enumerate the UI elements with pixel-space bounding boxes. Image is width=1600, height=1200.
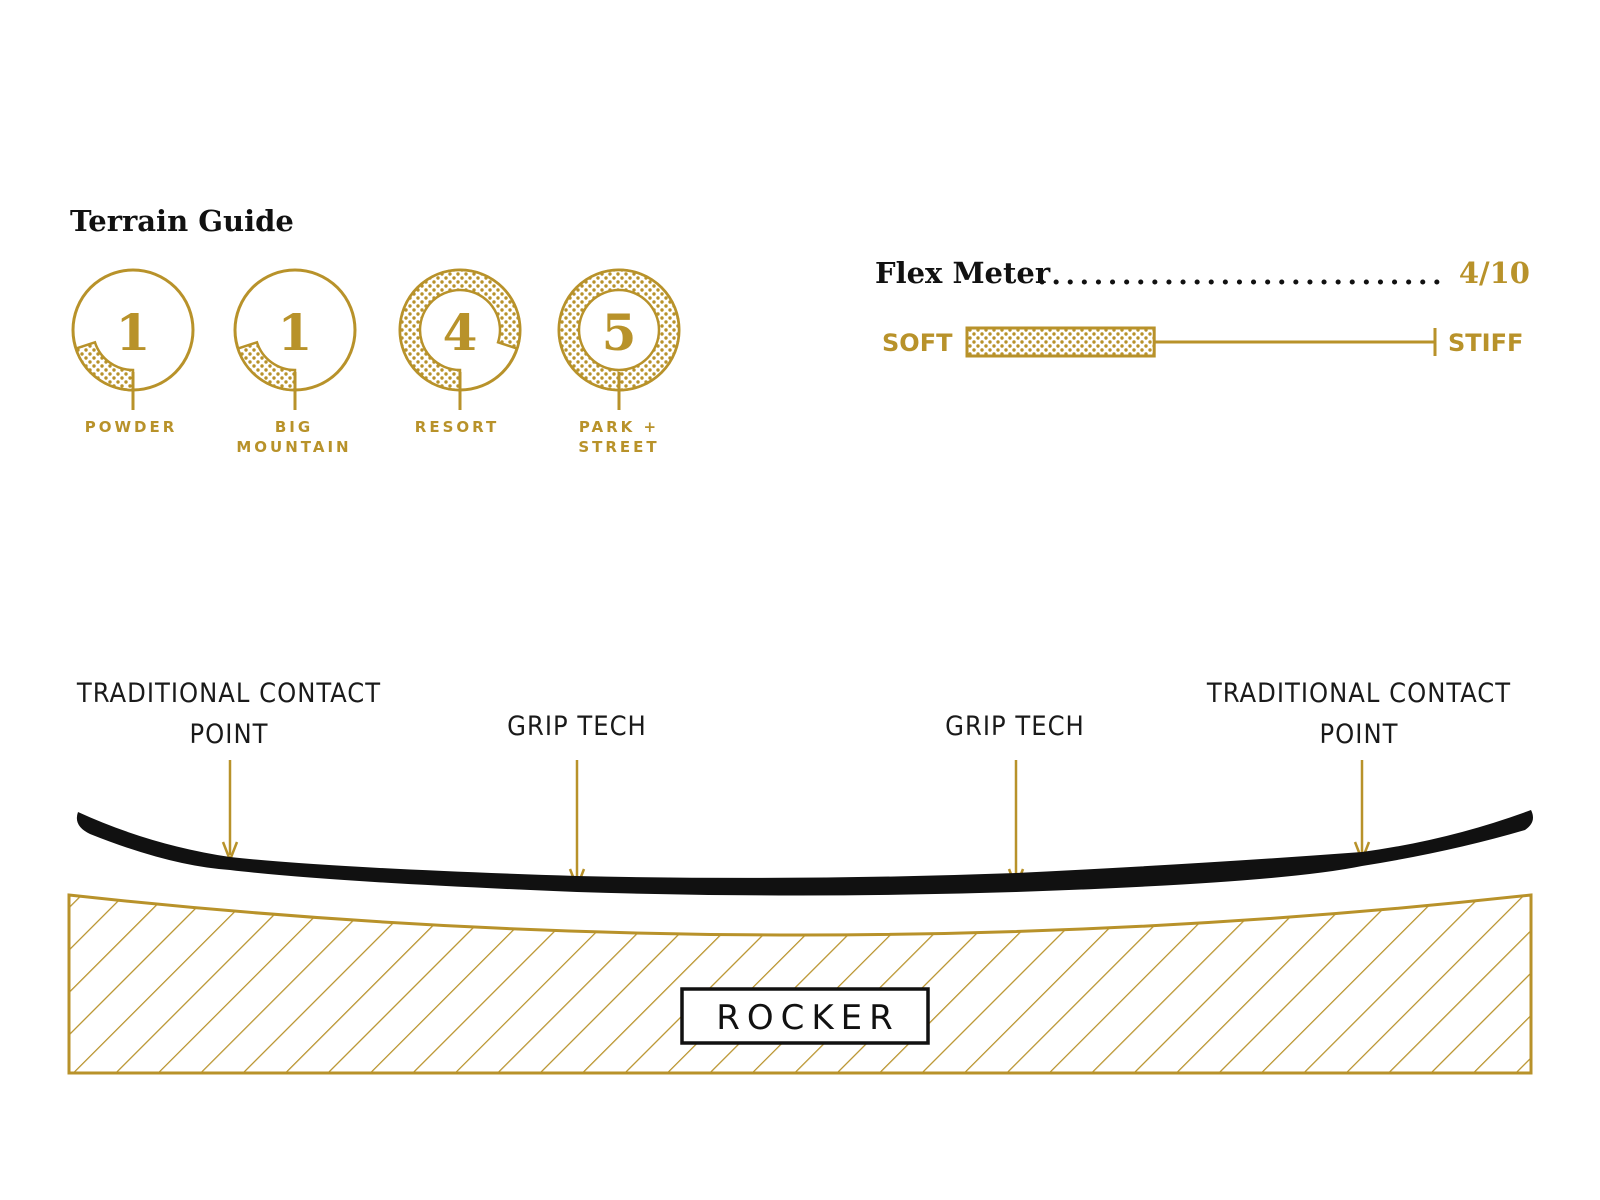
gauge-label-line-1: PARK + — [579, 418, 659, 436]
gauge-fill-arc — [236, 340, 297, 392]
gauge-value: 1 — [116, 303, 151, 362]
callout-label-line-2: POINT — [1320, 719, 1399, 750]
rocker-label-frame — [680, 987, 930, 1045]
callout-label-line-1: TRADITIONAL CONTACT — [1206, 678, 1511, 709]
terrain-guide-title: Terrain Guide — [70, 204, 294, 238]
flex-stiff-label: STIFF — [1448, 329, 1523, 357]
gauge-fill-arc — [74, 340, 135, 392]
gauge-label: POWDER — [85, 418, 178, 436]
flex-fill-bar — [965, 326, 1156, 358]
rocker-label-box: ROCKER — [680, 987, 930, 1045]
gauge-label: RESORT — [415, 418, 499, 436]
callout-traditional-contact-right: TRADITIONAL CONTACT POINT — [1206, 678, 1511, 864]
snowboard-profile — [76, 810, 1533, 896]
flex-meter-title: Flex Meter — [875, 256, 1051, 290]
gauge-label-line-1: BIG — [275, 418, 313, 436]
callout-label: GRIP TECH — [945, 711, 1085, 742]
gauge-value: 1 — [278, 303, 313, 362]
gauge-value: 5 — [602, 303, 637, 362]
rocker-label: ROCKER — [716, 998, 900, 1038]
callout-label-line-2: POINT — [190, 719, 269, 750]
callout-grip-tech-left: GRIP TECH — [507, 711, 647, 891]
flex-meter-value: 4/10 — [1459, 256, 1530, 290]
terrain-gauge-big-mountain: 1 BIG MOUNTAIN — [233, 268, 357, 456]
terrain-guide: Terrain Guide 1 POWDER 1 BIG MOUNTAIN 4 … — [70, 204, 681, 456]
rocker-base — [67, 893, 1533, 1075]
callout-traditional-contact-left: TRADITIONAL CONTACT POINT — [76, 678, 381, 864]
terrain-gauge-powder: 1 POWDER — [71, 268, 195, 436]
gauge-label-line-2: STREET — [578, 438, 659, 456]
callout-grip-tech-right: GRIP TECH — [945, 711, 1085, 891]
terrain-gauge-park-street: 5 PARK + STREET — [557, 268, 681, 456]
callout-label-line-1: TRADITIONAL CONTACT — [76, 678, 381, 709]
flex-soft-label: SOFT — [882, 329, 953, 357]
gauge-label-line-2: MOUNTAIN — [236, 438, 351, 456]
gauge-value: 4 — [443, 303, 478, 362]
board-profile: TRADITIONAL CONTACT POINT GRIP TECH GRIP… — [67, 678, 1533, 1075]
gauge-fill-arc — [398, 268, 522, 392]
gauge-fill-arc — [557, 268, 681, 392]
flex-meter: Flex Meter 4/10 SOFT STIFF — [875, 256, 1530, 358]
callout-label: GRIP TECH — [507, 711, 647, 742]
terrain-gauge-resort: 4 RESORT — [398, 268, 522, 436]
